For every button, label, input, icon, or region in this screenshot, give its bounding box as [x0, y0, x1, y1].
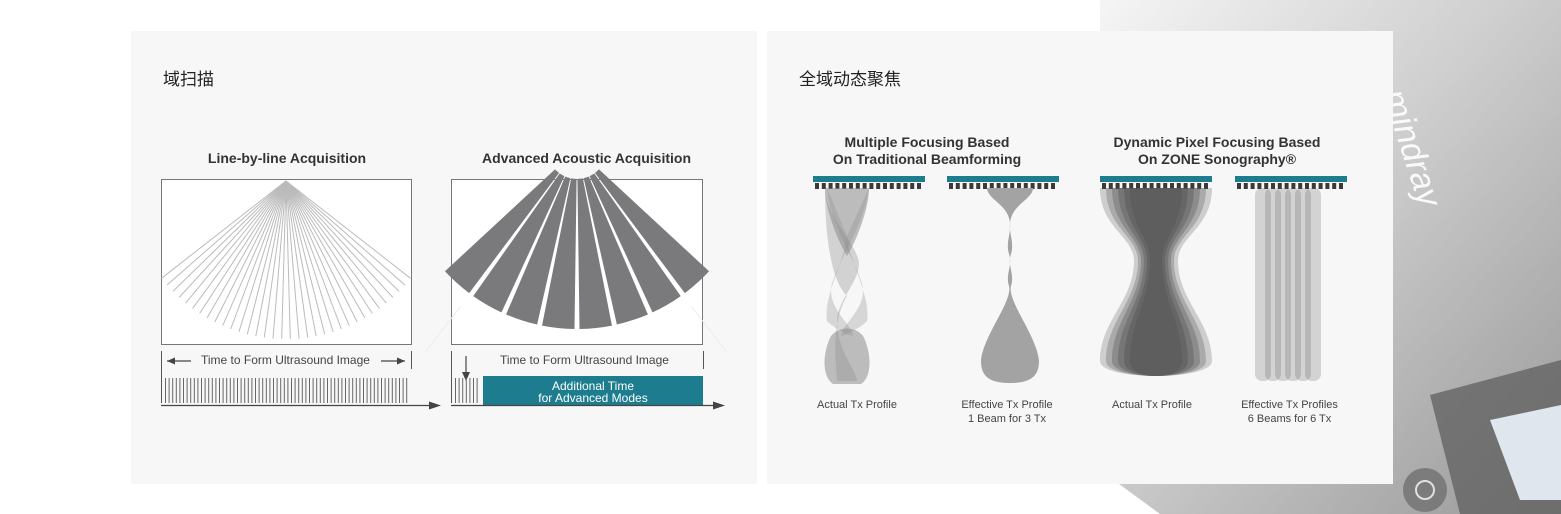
dynamic-focusing-card: 全域动态聚焦 Multiple Focusing Based On Tradit…	[767, 31, 1393, 484]
scan-line	[263, 180, 287, 338]
traditional-actual-profile	[824, 188, 870, 384]
scan-line	[281, 180, 287, 339]
advanced-faint-arcs	[425, 305, 727, 352]
scan-line	[192, 180, 287, 309]
scan-line	[255, 180, 287, 337]
scan-line	[285, 180, 366, 319]
scan-line	[285, 180, 406, 286]
scan-line	[185, 180, 287, 304]
scan-line	[272, 180, 287, 339]
scan-line	[285, 180, 350, 326]
wide-beam-sector	[589, 173, 681, 313]
scan-line	[285, 180, 326, 335]
transducer-arrays	[813, 176, 1347, 189]
zone-effective-beam	[1295, 188, 1311, 381]
scan-line	[238, 180, 287, 332]
zone-scan-title: 域扫描	[163, 70, 214, 90]
wide-beam-sectors	[444, 169, 710, 329]
scan-line	[214, 180, 287, 323]
scan-line	[222, 180, 287, 326]
scan-line	[178, 180, 287, 298]
transducer-array	[1235, 176, 1347, 189]
zone-sonography-title: Dynamic Pixel Focusing Based On ZONE Son…	[1113, 134, 1321, 167]
line-by-line-timeline	[161, 351, 441, 410]
scan-line	[246, 180, 287, 335]
traditional-actual-caption: Actual Tx Profile	[817, 399, 897, 411]
zone-actual-caption: Actual Tx Profile	[1112, 399, 1192, 411]
scan-line	[206, 180, 287, 319]
scan-line	[285, 180, 309, 338]
scan-line	[285, 180, 380, 309]
focusing-profiles-diagram	[813, 176, 1347, 384]
zone-effective-beam	[1305, 188, 1321, 381]
transducer-array	[1100, 176, 1212, 189]
scan-line	[285, 180, 291, 339]
wide-beam-sector	[506, 176, 571, 325]
advanced-timeline	[451, 351, 725, 410]
line-by-line-timeline-label: Time to Form Ultrasound Image	[201, 353, 370, 367]
traditional-effective-caption: Effective Tx Profile 1 Beam for 3 Tx	[961, 399, 1053, 425]
advanced-timeline-label: Time to Form Ultrasound Image	[500, 353, 669, 367]
scan-line	[285, 180, 300, 339]
line-by-line-title: Line-by-line Acquisition	[207, 150, 367, 166]
scan-line	[285, 180, 373, 314]
scan-line	[161, 180, 287, 279]
zone-effective-beam	[1255, 188, 1271, 381]
scan-line	[285, 180, 334, 332]
wide-beam-sector	[444, 169, 560, 294]
line-by-line-diagram	[161, 179, 412, 345]
scan-line	[172, 180, 287, 292]
zone-effective-profiles	[1255, 188, 1321, 381]
advanced-acquisition-title: Advanced Acoustic Acquisition	[482, 150, 691, 166]
wide-beam-sector	[577, 178, 612, 329]
scan-line	[285, 180, 394, 298]
transducer-array	[947, 176, 1059, 189]
zone-effective-beam	[1265, 188, 1281, 381]
traditional-beamforming-title: Multiple Focusing Based On Traditional B…	[832, 134, 1022, 167]
traditional-effective-profile	[981, 188, 1039, 383]
zone-focal-layer	[1130, 188, 1182, 376]
dynamic-focusing-title: 全域动态聚焦	[799, 70, 901, 90]
scan-line	[285, 180, 358, 323]
zone-effective-caption: Effective Tx Profiles 6 Beams for 6 Tx	[1241, 399, 1338, 425]
advanced-acquisition-diagram	[444, 169, 710, 345]
scan-line	[285, 180, 387, 304]
scan-line	[285, 180, 342, 330]
scan-line	[285, 180, 411, 279]
zone-effective-beam	[1275, 188, 1291, 381]
scan-line	[285, 180, 317, 337]
wide-beam-sector	[594, 169, 710, 294]
zone-scan-card: 域扫描 Line-by-line Acquisition Advanced Ac…	[131, 31, 757, 484]
wide-beam-sector	[542, 178, 577, 329]
zone-actual-profile	[1100, 188, 1212, 376]
zone-effective-beam	[1285, 188, 1301, 381]
scan-line	[230, 180, 287, 330]
scan-line	[285, 180, 400, 292]
wide-beam-sector	[583, 176, 648, 325]
scan-line	[199, 180, 287, 314]
scan-line	[166, 180, 287, 286]
wide-beam-sector	[473, 173, 565, 313]
scan-lines-fan	[161, 180, 411, 339]
transducer-array	[813, 176, 925, 189]
additional-time-label: Additional Time for Advanced Modes	[538, 379, 648, 405]
